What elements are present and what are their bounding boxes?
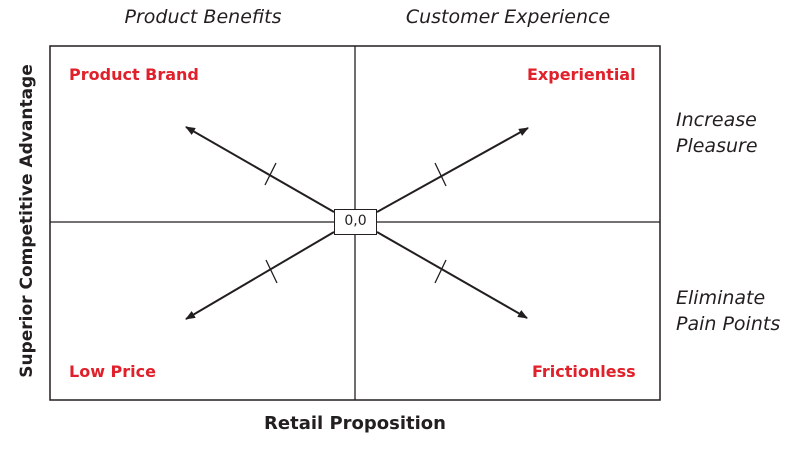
quadrant-label-frictionless: Frictionless [532,362,636,381]
origin-label-box: 0,0 [334,209,377,235]
arrow-experiential [376,127,529,213]
label-increase-pleasure-line1: Increase [676,109,757,131]
arrow-frictionless [376,231,528,319]
label-increase-pleasure-line2: Pleasure [676,135,758,157]
header-product-benefits: Product Benefits [124,6,282,28]
arrow-low-price [185,231,335,320]
quadrant-label-product-brand: Product Brand [69,65,199,84]
quadrant-label-low-price: Low Price [69,362,156,381]
header-customer-experience: Customer Experience [405,6,611,28]
quadrant-label-experiential: Experiential [527,65,636,84]
arrow-product-brand [185,126,335,213]
tick-mark-bottom-left [265,259,278,284]
y-axis-title: Superior Competitive Advantage [17,64,37,378]
tick-mark-top-right [434,162,447,187]
label-eliminate-pain-points-line1: Eliminate [676,287,766,309]
label-eliminate-pain-points: Eliminate Pain Points [676,285,780,337]
label-increase-pleasure: Increase Pleasure [676,107,758,159]
tick-mark-bottom-right [434,259,447,284]
tick-mark-top-left [264,162,277,186]
x-axis-title: Retail Proposition [264,413,446,434]
label-eliminate-pain-points-line2: Pain Points [676,313,781,335]
